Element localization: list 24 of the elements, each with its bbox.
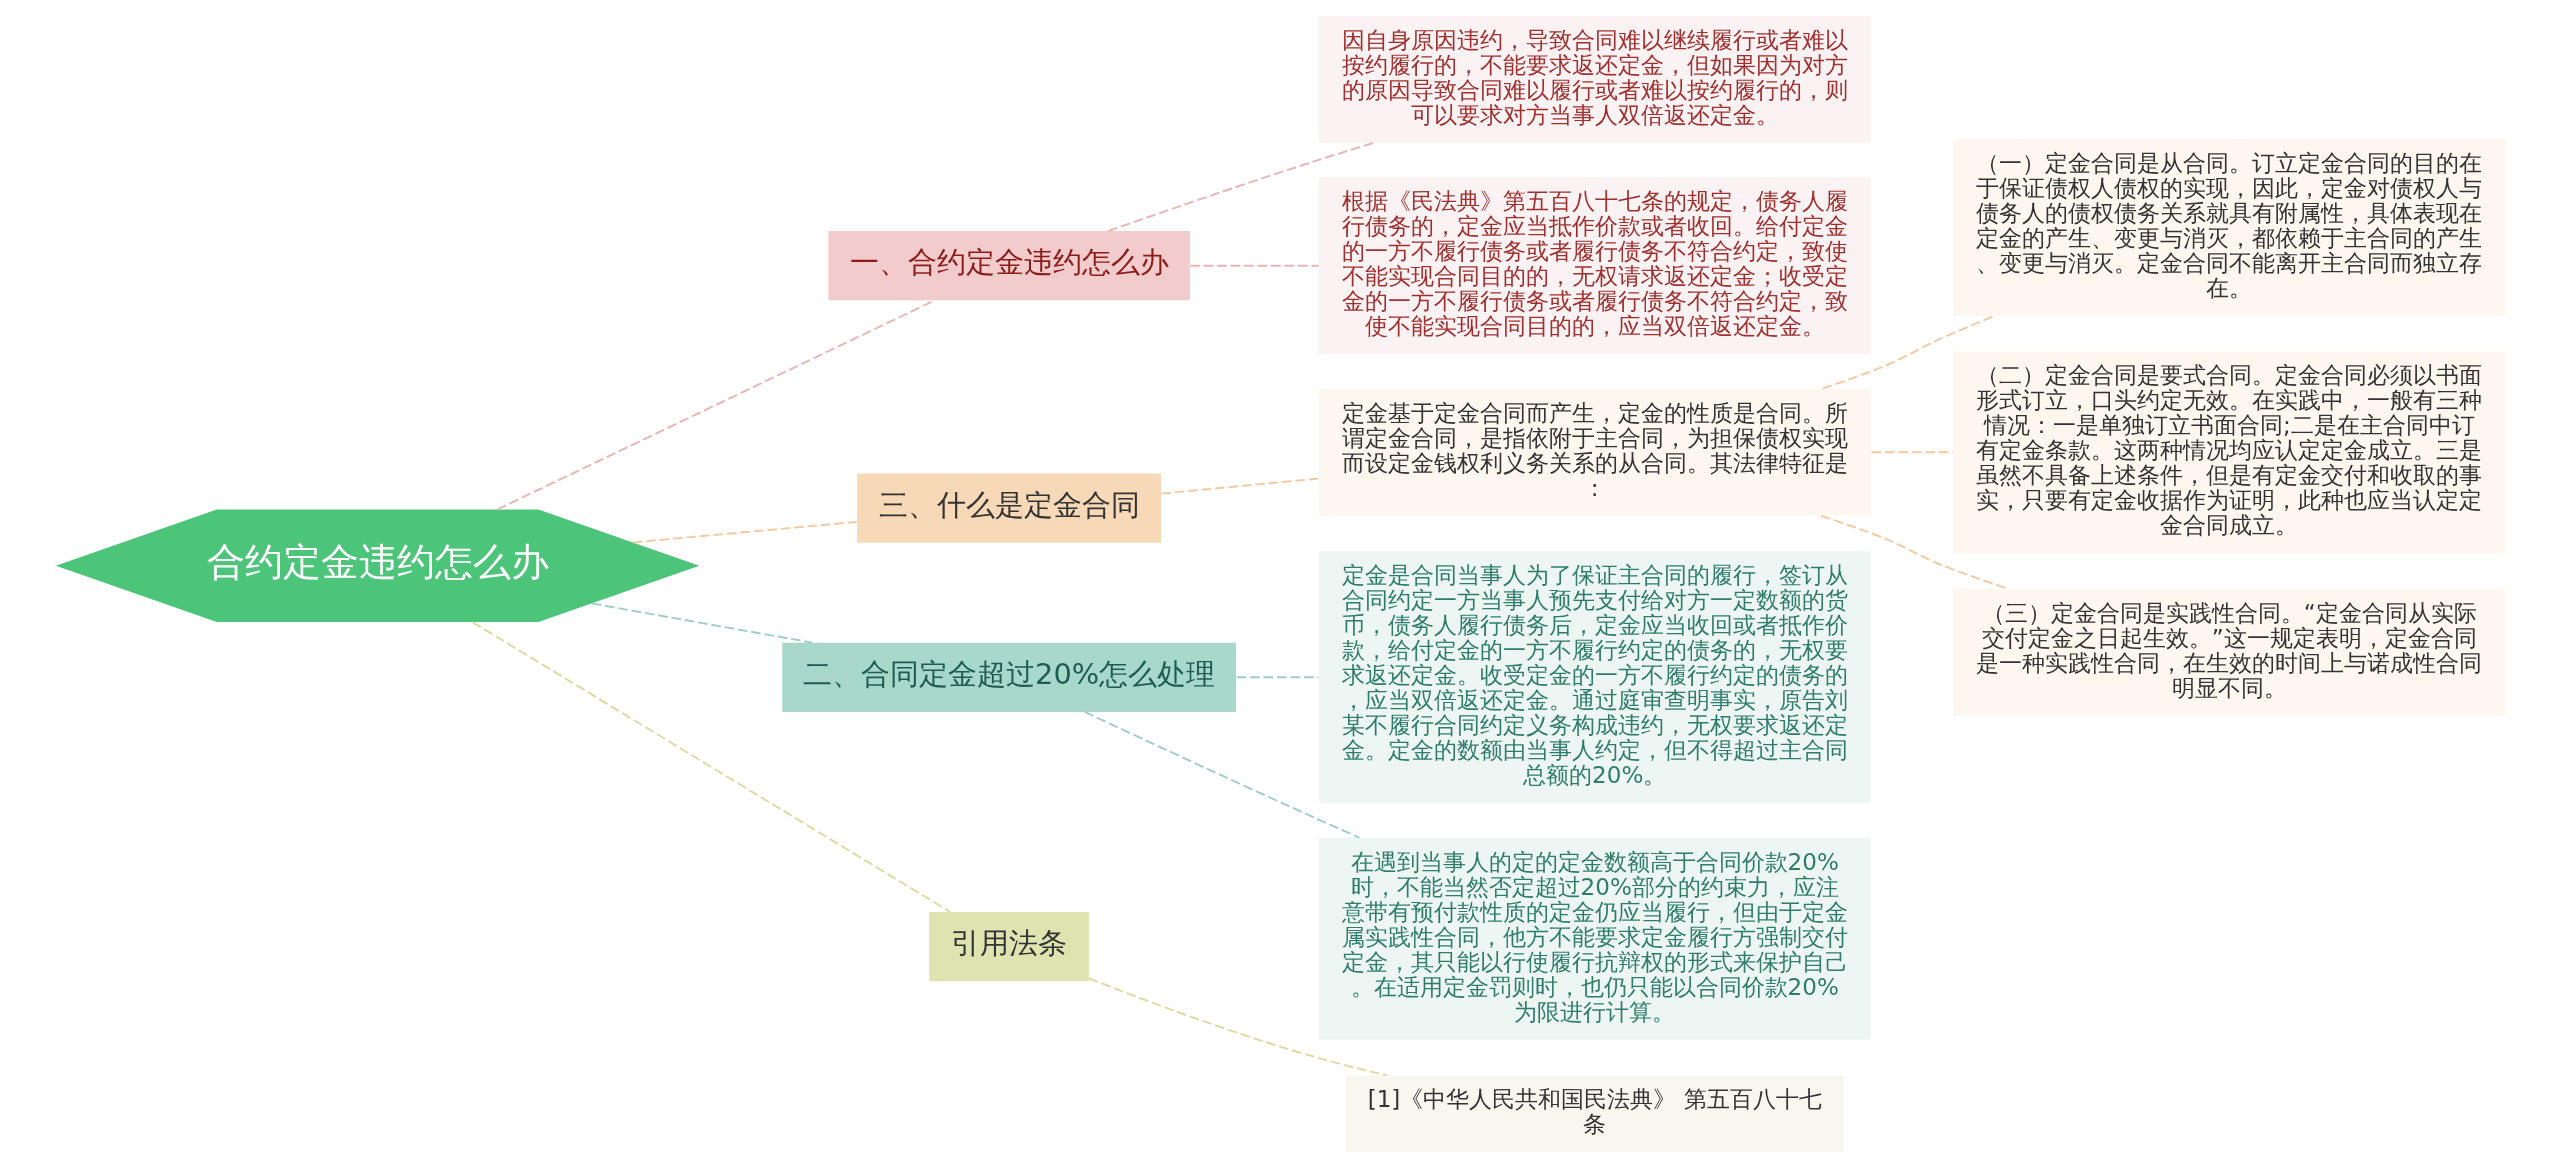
connector bbox=[1083, 711, 1360, 839]
connector bbox=[471, 621, 951, 913]
node-box: （二）定金合同是要式合同。定金合同必须以书面形式订立，口头约定无效。在实践中，一般有三种情况：一是单独订立书面合同;二是在主合同中订有定金条款。这两种情况均应认定定金成立。三是虽然不具备上述条件，但是有定金交付和收取的事实，只要有定金收据作为证明，此种也应当认定定金合同成立。 bbox=[1952, 351, 2505, 554]
connector bbox=[590, 602, 813, 644]
node-box: 根据《民法典》第五百八十七条的规定，债务人履行债务的，定金应当抵作价款或者收回。给付定金的一方不履行债务或者履行债务不符合约定，致使不能实现合同目的的，无权请求返还定金；收受定金的一方不履行债务或者履行债务不符合约定，致使不能实现合同目的的，应当双倍返还定金。 bbox=[1318, 177, 1871, 355]
connector bbox=[1235, 676, 1320, 679]
node-box: 在遇到当事人的定的定金数额高于合同价款20%时，不能当然否定超过20%部分的约束力，应注意带有预付款性质的定金仍应当履行，但由于定金属实践性合同，他方不能要求定金履行方强制交付定金，其只能以行使履行抗辩权的形式来保护自己。在适用定金罚则时，也仍只能以合同价款20%为限进行计算。 bbox=[1318, 837, 1871, 1040]
node-box: 因自身原因违约，导致合同难以继续履行或者难以按约履行的，不能要求返还定金，但如果因为对方的原因导致合同难以履行或者难以按约履行的，则可以要求对方当事人双倍返还定金。 bbox=[1318, 15, 1871, 143]
node-box: （一）定金合同是从合同。订立定金合同的目的在于保证债权人债权的实现，因此，定金对债权人与债务人的债权债务关系就具有附属性，具体表现在定金的产生、变更与消灭，都依赖于主合同的产生、变更与消灭。定金合同不能离开主合同而独立存在。 bbox=[1952, 138, 2505, 316]
connector bbox=[1160, 477, 1319, 495]
node-box: [1]《中华人民共和国民法典》 第五百八十七条 bbox=[1345, 1075, 1844, 1153]
connector bbox=[1821, 314, 1995, 390]
node-box: 定金基于定金合同而产生，定金的性质是合同。所谓定金合同，是指依附于主合同，为担保债权实现而设定金钱权利义务关系的从合同。其法律特征是: bbox=[1318, 388, 1871, 516]
connector bbox=[1188, 264, 1319, 267]
connector bbox=[1870, 451, 1954, 454]
node-box: 引用法条 bbox=[928, 911, 1089, 982]
node-box: 二、合同定金超过20%怎么处理 bbox=[781, 642, 1236, 712]
node-box: （三）定金合同是实践性合同。“定金合同从实际交付定金之日起生效。”这一规定表明，定金合同是一种实践性合同，在生效的时间上与诺成性合同明显不同。 bbox=[1952, 588, 2505, 716]
node-box: 一、合约定金违约怎么办 bbox=[827, 231, 1190, 301]
node-box: 定金是合同当事人为了保证主合同的履行，签订从合同约定一方当事人预先支付给对方一定数额的货币，债务人履行债务后，定金应当收回或者抵作价款，给付定金的一方不履行约定的债务的，无权要求返还定金。收受定金的一方不履行约定的债务的，应当双倍返还定金。通过庭审查明事实，原告刘某不履行合同约定义务构成违约，无权要求返还定金。定金的数额由当事人约定，但不得超过主合同总额的20%。 bbox=[1318, 551, 1871, 804]
node-box: 三、什么是定金合同 bbox=[856, 473, 1161, 543]
connector bbox=[1106, 141, 1375, 232]
connector bbox=[631, 520, 858, 544]
connector bbox=[1087, 977, 1388, 1077]
